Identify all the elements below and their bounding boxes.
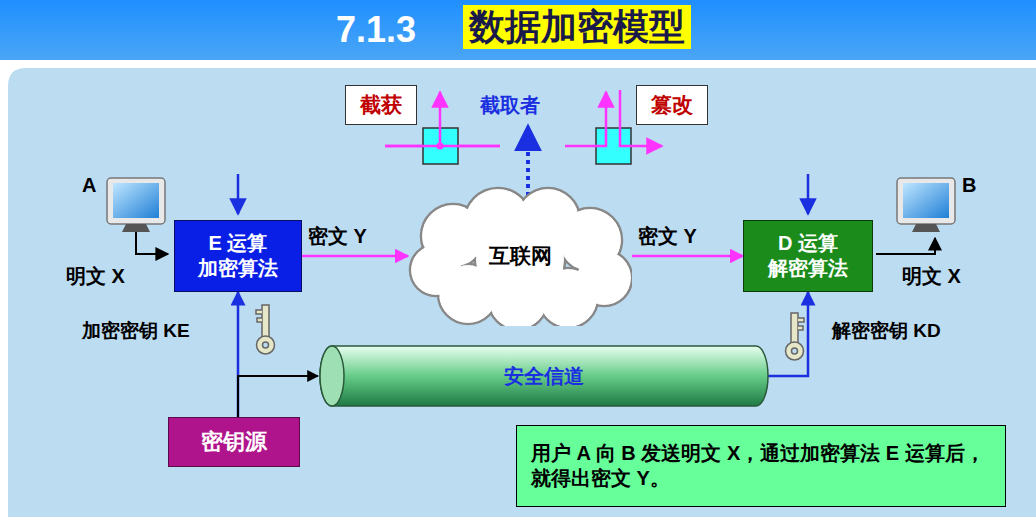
key-hole xyxy=(263,342,269,348)
input-arrow xyxy=(237,174,240,214)
plaintext-arrow xyxy=(136,232,168,254)
key-shaft xyxy=(262,305,269,337)
secure-channel: 安全信道 xyxy=(318,344,770,408)
plaintext-label: 明文 X xyxy=(902,263,961,290)
section-number: 7.1.3 xyxy=(336,9,416,51)
computer-icon xyxy=(107,178,165,232)
node-text: 截获 xyxy=(360,92,402,118)
tamper-out-arrow xyxy=(565,92,606,146)
key-icon xyxy=(256,305,275,354)
key-label: 解密密钥 KD xyxy=(832,318,941,344)
panel xyxy=(8,68,1036,517)
node-text: D 运算 解密算法 xyxy=(756,231,860,281)
pipe-body xyxy=(320,346,768,406)
node-text: 密钥源 xyxy=(201,428,267,456)
connector xyxy=(302,255,408,258)
tamper-box: 篡改 xyxy=(636,85,708,125)
plaintext-arrow xyxy=(876,238,935,254)
monitor-bezel xyxy=(897,178,955,224)
key-shaft xyxy=(791,313,798,343)
monitor-bezel xyxy=(107,178,165,224)
monitor-screen xyxy=(113,183,159,218)
pipe-end xyxy=(320,346,344,406)
edge-label: 密文 Y xyxy=(308,223,367,250)
cloud-fill xyxy=(476,216,563,303)
capture-box: 截获 xyxy=(345,85,417,125)
key-source-box: 密钥源 xyxy=(168,417,300,467)
tap-dot xyxy=(437,143,444,150)
key-label: 加密密钥 KE xyxy=(82,318,190,344)
monitor-screen xyxy=(903,183,949,218)
monitor-stand xyxy=(122,224,150,232)
computer-icon xyxy=(897,178,955,232)
node-text: E 运算 加密算法 xyxy=(187,231,289,281)
capture-arrow xyxy=(439,92,442,146)
key-icon xyxy=(786,313,805,360)
title-band xyxy=(0,0,1036,60)
decrypt-box: D 运算 解密算法 xyxy=(743,220,873,292)
note-box: 用户 A 向 B 发送明文 X，通过加密算法 E 运算后，就得出密文 Y。 xyxy=(516,425,1006,507)
title-text: 数据加密模型 xyxy=(463,5,691,49)
node-text: 篡改 xyxy=(651,92,693,118)
dotted-arrow xyxy=(526,126,530,196)
key-ring xyxy=(257,336,275,354)
edge-label: 密文 Y xyxy=(638,223,697,250)
node-text: 用户 A 向 B 发送明文 X，通过加密算法 E 运算后，就得出密文 Y。 xyxy=(531,441,991,491)
key-ring xyxy=(786,342,804,360)
encrypt-box: E 运算 加密算法 xyxy=(174,220,302,292)
monitor-stand xyxy=(912,224,940,232)
host-label: A xyxy=(82,174,96,197)
host-label: B xyxy=(962,174,976,197)
key-hole xyxy=(792,348,798,354)
input-arrow xyxy=(807,174,810,214)
node-text: 互联网 xyxy=(489,243,552,269)
connector xyxy=(768,292,808,376)
internet-cloud: 互联网 xyxy=(408,186,632,326)
interceptor-label: 截取者 xyxy=(480,92,540,119)
cloud-fill xyxy=(411,245,460,294)
plaintext-label: 明文 X xyxy=(66,263,125,290)
connector xyxy=(632,255,743,258)
key-teeth xyxy=(798,318,804,330)
node-text: 安全信道 xyxy=(504,364,584,389)
connector xyxy=(238,376,318,417)
key-teeth xyxy=(256,310,262,322)
